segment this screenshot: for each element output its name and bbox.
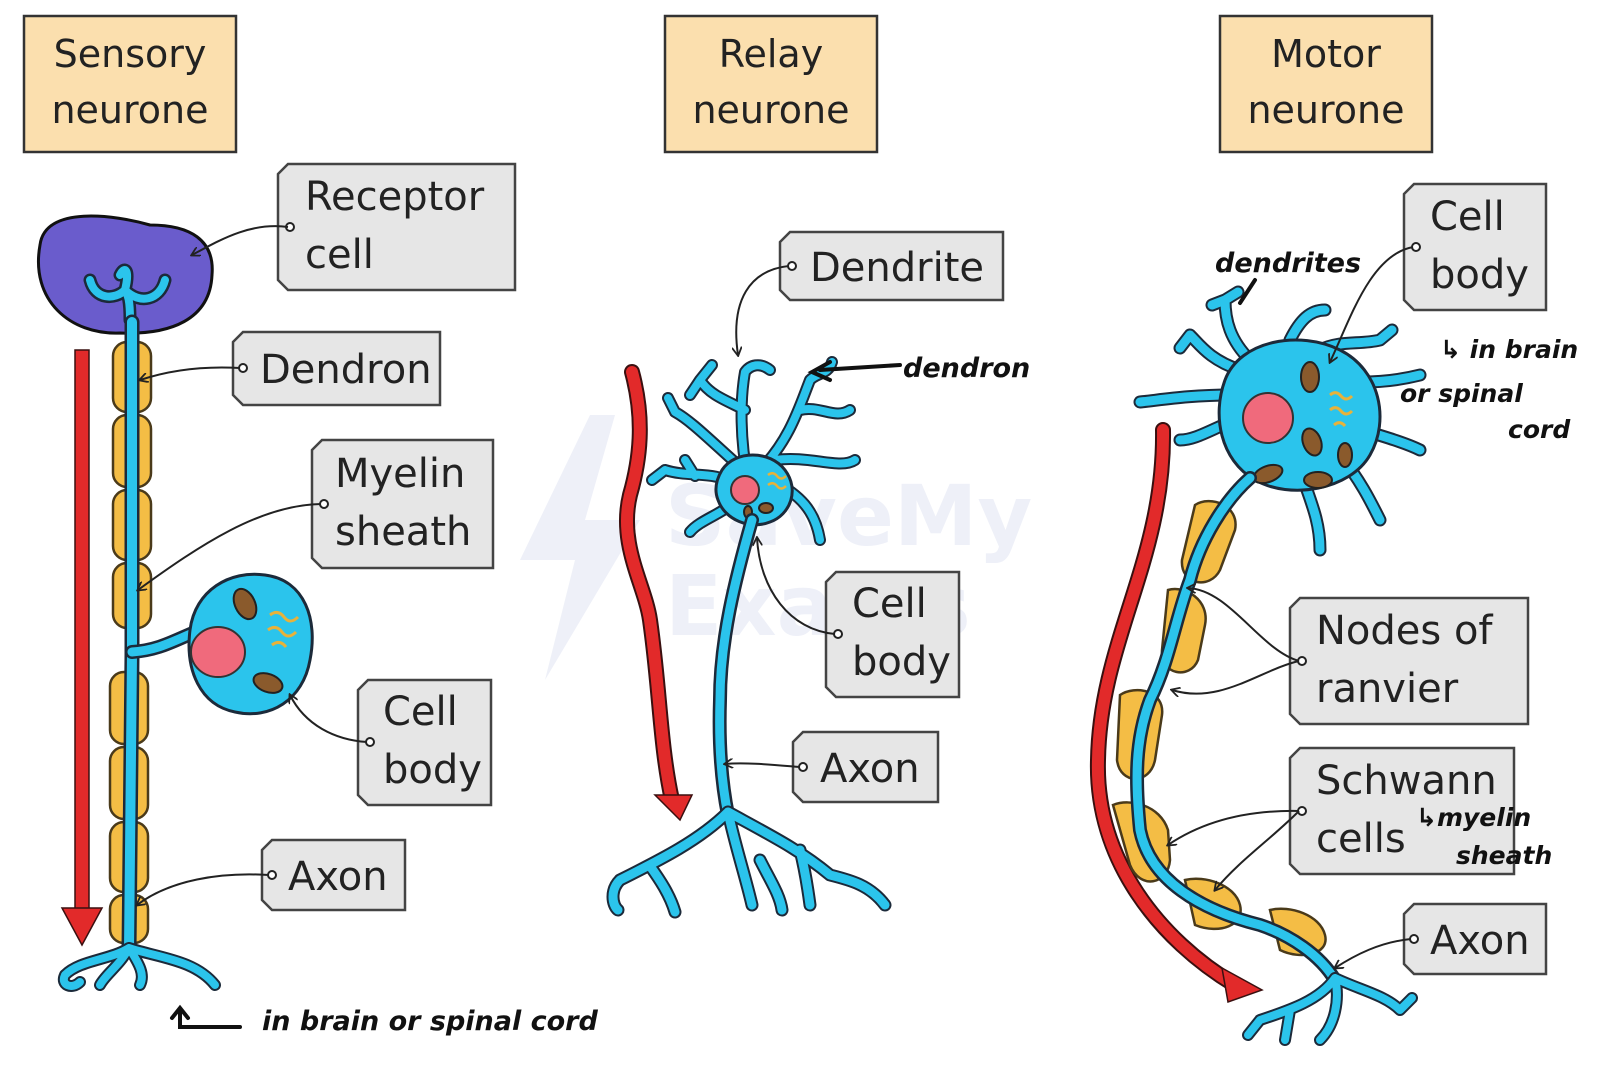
label-nodes-line2: ranvier <box>1316 666 1459 712</box>
label-schwann-line1: Schwann <box>1316 758 1497 804</box>
note-motor-dendrites-text: dendrites <box>1215 248 1361 279</box>
relay-cell-body <box>714 453 794 527</box>
receptor-endings <box>83 263 172 327</box>
watermark-bolt-icon <box>520 415 640 680</box>
label-schwann-cells: Schwann cells <box>1168 746 1516 890</box>
motor-axon-terminals <box>1242 972 1418 1046</box>
header-motor-line1: Motor <box>1271 32 1381 76</box>
note-motor-myelin: ↳myelin sheath <box>1416 803 1552 870</box>
label-relay-dendrite: Dendrite <box>736 230 1005 355</box>
sensory-cell-body <box>187 572 314 716</box>
label-nodes-of-ranvier: Nodes of ranvier <box>1172 588 1530 726</box>
header-sensory: Sensory neurone <box>22 14 238 154</box>
label-relay-dendrite-text: Dendrite <box>810 245 984 291</box>
label-relay-cell-body: Cell body <box>757 538 961 699</box>
note-motor-brain: ↳ in brain or spinal cord <box>1400 335 1578 444</box>
label-motor-cell-body: Cell body <box>1330 182 1548 362</box>
note-relay-dendron: dendron <box>807 353 1030 384</box>
note-motor-dendrites: dendrites <box>1215 248 1361 305</box>
label-relay-axon: Axon <box>725 730 940 804</box>
label-sensory-axon-text: Axon <box>288 854 388 900</box>
sensory-impulse-arrow <box>60 349 104 947</box>
note-motor-brain-line2: or spinal <box>1400 379 1523 408</box>
sensory-neurone: Receptor cell Dendron Myelin sheath Cell… <box>37 162 598 1037</box>
label-myelin-sheath: Myelin sheath <box>138 438 495 590</box>
label-relay-axon-text: Axon <box>820 746 920 792</box>
note-motor-brain-line3: cord <box>1508 415 1571 444</box>
label-motor-cell-body-line1: Cell <box>1430 194 1505 240</box>
label-dendron: Dendron <box>140 330 442 407</box>
note-sensory-brain: in brain or spinal cord <box>170 1004 598 1037</box>
label-myelin-line1: Myelin <box>335 451 465 497</box>
label-receptor-cell-line1: Receptor <box>305 174 485 220</box>
label-dendron-text: Dendron <box>260 347 432 393</box>
relay-axon-terminals <box>606 805 892 919</box>
note-relay-dendron-text: dendron <box>903 353 1030 384</box>
label-myelin-line2: sheath <box>335 509 471 555</box>
label-relay-cell-body-line2: body <box>852 639 951 685</box>
label-sensory-cell-body-line1: Cell <box>383 689 458 735</box>
note-motor-myelin-line1: ↳myelin <box>1416 803 1531 832</box>
motor-dendrites <box>1133 285 1427 557</box>
header-relay: Relay neurone <box>663 14 879 154</box>
label-sensory-cell-body-line2: body <box>383 747 482 793</box>
label-sensory-cell-body: Cell body <box>290 678 493 807</box>
note-motor-brain-line1: ↳ in brain <box>1440 335 1578 364</box>
header-relay-line1: Relay <box>719 32 823 76</box>
relay-dendrites <box>646 356 861 546</box>
label-motor-axon-text: Axon <box>1430 918 1530 964</box>
motor-cell-body <box>1217 338 1382 492</box>
sensory-axon-terminals <box>57 942 221 992</box>
header-motor-line2: neurone <box>1247 88 1404 132</box>
note-sensory-brain-text: in brain or spinal cord <box>262 1006 598 1037</box>
label-receptor-cell: Receptor cell <box>192 162 517 292</box>
motor-impulse-arrow <box>1089 422 1264 1004</box>
header-sensory-line1: Sensory <box>54 32 207 76</box>
header-sensory-line2: neurone <box>51 88 208 132</box>
label-schwann-line2: cells <box>1316 816 1406 862</box>
label-relay-cell-body-line1: Cell <box>852 581 927 627</box>
label-motor-cell-body-line2: body <box>1430 252 1529 298</box>
label-sensory-axon: Axon <box>137 838 407 912</box>
relay-neurone: Dendrite dendron Cell body Axon <box>606 230 1030 919</box>
relay-impulse-arrow <box>618 364 694 822</box>
note-motor-myelin-line2: sheath <box>1456 841 1552 870</box>
header-motor: Motor neurone <box>1218 14 1434 154</box>
label-receptor-cell-line2: cell <box>305 232 374 278</box>
label-motor-axon: Axon <box>1335 902 1548 976</box>
motor-neurone: dendrites Cell body ↳ in brain or spinal… <box>1089 182 1578 1046</box>
label-nodes-line1: Nodes of <box>1316 608 1493 654</box>
header-relay-line2: neurone <box>692 88 849 132</box>
